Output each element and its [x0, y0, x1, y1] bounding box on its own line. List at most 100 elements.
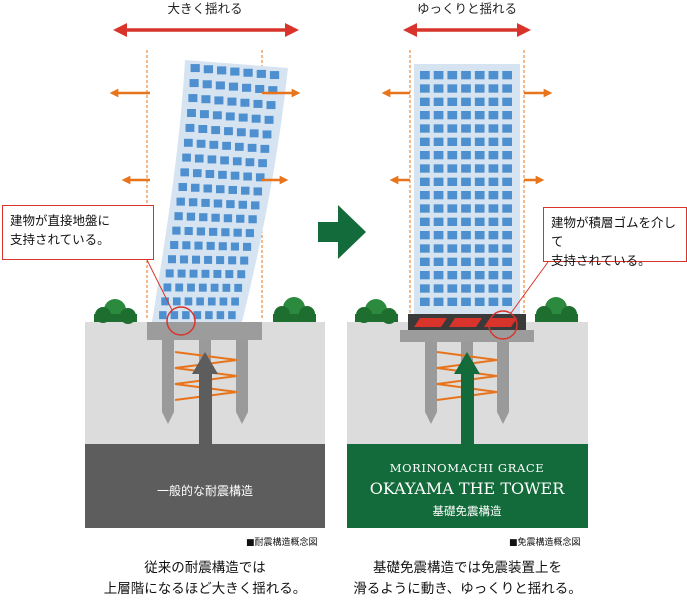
window [216, 311, 225, 320]
window [198, 125, 208, 134]
window [193, 311, 202, 320]
window [420, 177, 430, 186]
window [447, 111, 458, 120]
window [461, 124, 471, 133]
window [447, 97, 458, 106]
window [488, 297, 499, 306]
right-callout-line2: 支持されている。 [551, 253, 651, 268]
window [502, 71, 512, 80]
window [433, 257, 444, 266]
window [502, 111, 512, 120]
window [420, 97, 430, 106]
window [420, 244, 430, 253]
left-callout-circle [166, 306, 196, 336]
right-callout-leader [510, 261, 549, 314]
window [474, 124, 485, 133]
window [461, 231, 471, 240]
window [433, 244, 444, 253]
window [243, 242, 252, 251]
window [447, 84, 458, 93]
window [420, 151, 430, 160]
window [186, 212, 196, 221]
window [218, 242, 227, 251]
right-top-label: ゆっくりと揺れる [417, 1, 517, 16]
window [211, 126, 221, 135]
window [207, 297, 216, 306]
window [474, 151, 485, 160]
window [474, 164, 485, 173]
window [190, 64, 200, 73]
window [488, 244, 499, 253]
right-ground-label: 基礎免震構造 [433, 504, 502, 518]
window [209, 227, 218, 236]
window [253, 187, 263, 196]
window [488, 177, 499, 186]
left-caption-line1: 従来の耐震構造では [144, 560, 266, 576]
right-rubber-bearings [414, 318, 517, 327]
left-callout-leader [146, 259, 173, 311]
window [165, 269, 174, 278]
window [447, 271, 458, 280]
window [433, 97, 444, 106]
window [433, 71, 444, 80]
left-callout-line2: 支持されている。 [10, 232, 110, 247]
window [194, 241, 203, 250]
window [218, 170, 227, 179]
window [241, 186, 250, 195]
right-up-arrow [461, 372, 474, 444]
right-caption-line2: 滑るように動き、ゆっくりと揺れる。 [353, 581, 582, 597]
right-brand-line1: MORINOMACHI GRACE [390, 461, 545, 475]
window [474, 71, 485, 80]
window [188, 198, 198, 207]
window [237, 270, 246, 279]
window [248, 215, 257, 224]
window [420, 284, 430, 293]
window [433, 164, 444, 173]
window [502, 151, 512, 160]
window [420, 137, 430, 146]
window [447, 191, 458, 200]
window [447, 217, 458, 226]
window [180, 168, 189, 177]
left-panel: 大きく揺れる 一般的な耐震構造 [85, 1, 325, 528]
window [201, 95, 211, 104]
window [183, 138, 193, 147]
window [170, 240, 179, 249]
window [502, 284, 512, 293]
right-callout-line1: 建物が積層ゴムを介して [551, 215, 677, 249]
window [488, 204, 499, 213]
window [447, 297, 458, 306]
window [461, 297, 471, 306]
window [185, 123, 195, 132]
window [447, 284, 458, 293]
window [255, 84, 265, 93]
window [474, 137, 485, 146]
window [461, 137, 471, 146]
window [206, 241, 215, 250]
window [228, 311, 236, 320]
left-bush-2 [273, 297, 316, 322]
window [213, 269, 222, 278]
window [420, 164, 430, 173]
window [192, 255, 201, 264]
window [225, 112, 235, 121]
window [461, 111, 471, 120]
window [236, 128, 246, 137]
window [198, 283, 207, 292]
window [474, 111, 485, 120]
window [461, 164, 471, 173]
window [213, 199, 223, 208]
window [433, 151, 444, 160]
window [177, 269, 186, 278]
window [488, 191, 499, 200]
window [207, 155, 217, 164]
window [236, 214, 245, 223]
window [474, 217, 485, 226]
window [433, 297, 444, 306]
window [231, 297, 239, 306]
window [167, 255, 176, 264]
window [447, 164, 458, 173]
window [247, 143, 257, 152]
window [433, 204, 444, 213]
